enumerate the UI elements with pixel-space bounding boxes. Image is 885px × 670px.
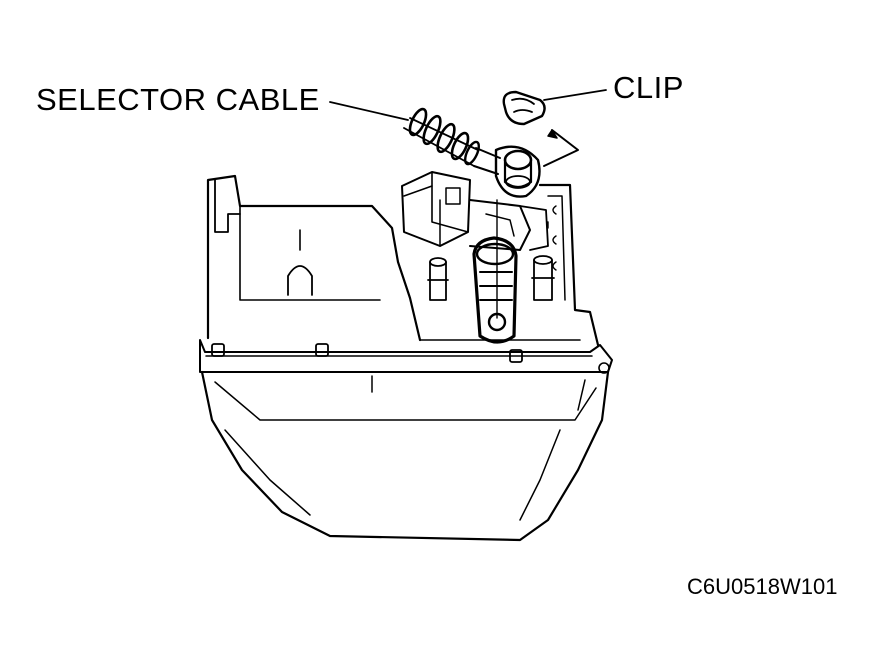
transmission-case — [206, 174, 600, 347]
figure-code: C6U0518W101 — [687, 574, 838, 599]
leader-lines — [329, 89, 607, 121]
selector-cable — [403, 107, 541, 198]
flange-bolts — [211, 343, 523, 363]
clip-label: CLIP — [613, 70, 684, 105]
clip-part — [502, 90, 546, 126]
removal-arrow — [543, 129, 579, 167]
selector-cable-label: SELECTOR CABLE — [36, 82, 320, 117]
connector-block — [401, 171, 549, 251]
manual-lever — [472, 199, 518, 344]
mounting-studs — [427, 255, 555, 301]
oil-pan — [199, 339, 613, 542]
